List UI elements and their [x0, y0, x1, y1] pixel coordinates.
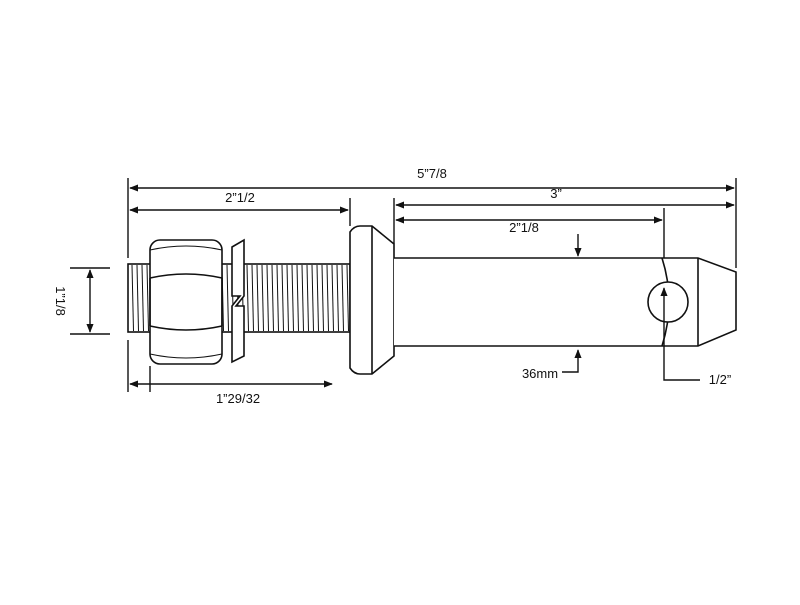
- thread-line: [281, 264, 284, 332]
- pin-body: [394, 257, 737, 347]
- thread-line: [226, 264, 229, 332]
- label-hole-diameter: 1/2”: [709, 372, 731, 387]
- label-thread-diameter: 1”1/8: [53, 286, 68, 316]
- thread-line: [331, 264, 334, 332]
- thread-line: [136, 264, 139, 332]
- thread-line: [256, 264, 259, 332]
- spring-washer: [231, 238, 245, 364]
- thread-line: [296, 264, 299, 332]
- thread-line: [306, 264, 309, 332]
- thread-line: [311, 264, 314, 332]
- thread-line: [266, 264, 269, 332]
- thread-line: [326, 264, 329, 332]
- thread-line: [341, 264, 344, 332]
- thread-line: [321, 264, 324, 332]
- dim-arrow-pin-bottom: [562, 349, 582, 373]
- label-usable-length: 2”1/8: [509, 220, 539, 235]
- linch-pin-hole: [647, 281, 689, 323]
- thread-line: [271, 264, 274, 332]
- label-overall-length: 5”7/8: [417, 166, 447, 181]
- thread-line: [316, 264, 319, 332]
- thread-line: [286, 264, 289, 332]
- thread-line: [246, 264, 249, 332]
- label-pin-length: 3”: [550, 186, 562, 201]
- thread-line: [301, 264, 304, 332]
- dim-leader-hole: [660, 287, 700, 381]
- thread-line: [346, 264, 349, 332]
- label-nut-length: 1”29/32: [216, 391, 260, 406]
- thread-line: [141, 264, 144, 332]
- thread-line: [131, 264, 134, 332]
- thread-line: [261, 264, 264, 332]
- thread-line: [291, 264, 294, 332]
- hex-nut: [149, 239, 223, 365]
- thread-line: [336, 264, 339, 332]
- collar-flange: [349, 225, 395, 375]
- thread-line: [276, 264, 279, 332]
- label-thread-length: 2”1/2: [225, 190, 255, 205]
- label-pin-diameter: 36mm: [522, 366, 558, 381]
- thread-line: [251, 264, 254, 332]
- thread-line: [146, 264, 149, 332]
